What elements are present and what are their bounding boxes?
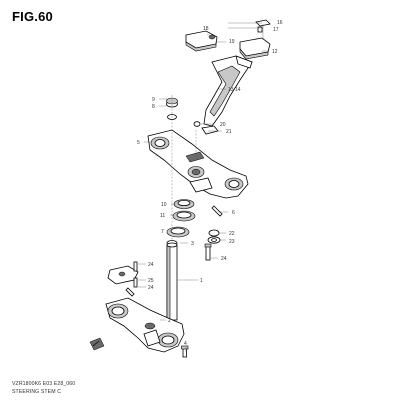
- callout-10: 10: [161, 202, 167, 208]
- lower-bracket: [105, 297, 189, 358]
- callout-22: 23: [229, 239, 235, 245]
- steering-bearings: [166, 199, 196, 246]
- handlebar-clamp-assembly: [185, 19, 271, 135]
- stem-top-nut-and-washer: [166, 97, 178, 120]
- figure-title: FIG.60: [12, 9, 53, 24]
- callout-20: 21: [226, 129, 232, 135]
- steering-stem-shaft: [166, 242, 178, 321]
- upper-bracket: [147, 129, 249, 199]
- callout-18: 19: [229, 39, 235, 45]
- callout-24-upper: 24: [148, 262, 154, 268]
- callout-11: 11: [160, 213, 165, 219]
- callout-23: 24: [221, 256, 227, 262]
- callout-4: 4: [184, 341, 187, 347]
- callout-5: 5: [137, 140, 140, 146]
- small-fasteners-right: [204, 205, 223, 261]
- callout-2: 2: [168, 318, 171, 324]
- callout-17: 18: [203, 26, 209, 32]
- callout-8: 8: [152, 104, 155, 110]
- callout-1: 1: [200, 278, 203, 284]
- figure-caption: STEERING STEM C: [12, 389, 62, 395]
- callout-13-14: 13 14: [228, 87, 241, 93]
- figure-code: VZR1800K6 E03 E28_060: [12, 381, 76, 387]
- callout-6: 6: [232, 210, 235, 216]
- callout-3: 3: [191, 241, 194, 247]
- brake-hose-clamp: [107, 261, 139, 297]
- callout-24-lower: 24: [148, 285, 154, 291]
- callout-9: 9: [152, 97, 155, 103]
- callout-21: 22: [229, 231, 235, 237]
- callout-7: 7: [161, 229, 164, 235]
- callout-25: 25: [148, 278, 154, 284]
- front-direction-marker-icon: [89, 337, 105, 351]
- callout-15: 16: [277, 20, 283, 26]
- callout-12: 12: [272, 49, 278, 55]
- callout-19: 20: [220, 122, 226, 128]
- callout-16: 17: [273, 27, 279, 33]
